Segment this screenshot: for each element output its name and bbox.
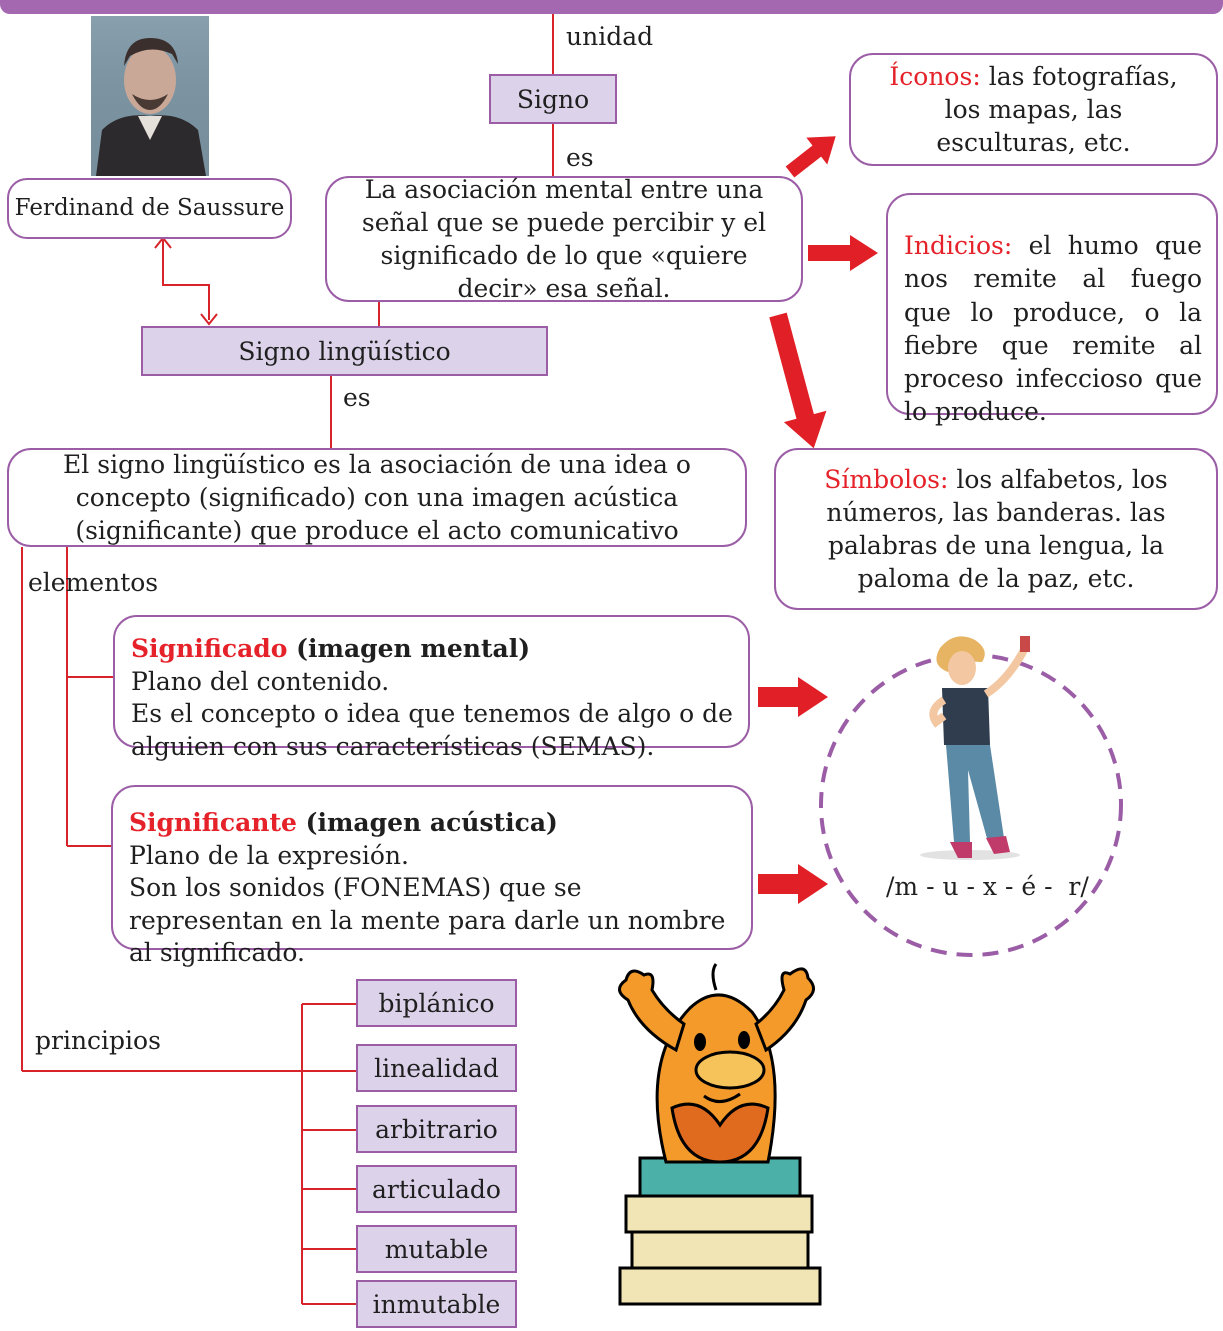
node-signo-linguistico: Signo lingüístico [141, 326, 548, 376]
fonemas-label: /m - u - x - é - r/ [886, 872, 1089, 901]
edge-label-elementos: elementos [28, 568, 159, 597]
saussure-portrait [91, 16, 209, 176]
indicios-text: el humo que nos remite al fuego que lo p… [904, 231, 1202, 427]
iconos-term: Íconos: [889, 61, 981, 91]
significante-line1: Plano de la expresión. [129, 840, 409, 870]
arrow-to-indicios [808, 235, 878, 271]
node-definicion: El signo lingüístico es la asociación de… [7, 448, 747, 547]
node-significante: Significante (imagen acústica) Plano de … [111, 785, 753, 967]
node-significado: Significado (imagen mental) Plano del co… [113, 615, 750, 761]
significado-qualifier: (imagen mental) [287, 634, 531, 663]
edge-label-es-1: es [566, 143, 594, 172]
arrow-to-mujer-1 [758, 677, 828, 717]
simbolos-text: los alfabetos, los números, las banderas… [826, 464, 1168, 594]
edge-label-es-2: es [343, 383, 371, 412]
edge-label-unidad: unidad [566, 22, 654, 51]
node-saussure: Ferdinand de Saussure [7, 178, 292, 239]
principio-arbitrario: arbitrario [356, 1105, 517, 1153]
significado-line2: Es el concepto o idea que tenemos de alg… [131, 699, 733, 761]
principio-linealidad: linealidad [356, 1044, 517, 1092]
principio-mutable: mutable [356, 1225, 517, 1273]
significante-qualifier: (imagen acústica) [296, 808, 558, 837]
edge-label-principios: principios [35, 1026, 161, 1055]
cartoon-character [618, 963, 822, 1306]
indicios-term: Indicios: [904, 231, 1013, 260]
woman-illustration [920, 636, 1030, 860]
node-signo: Signo [489, 74, 617, 124]
arrow-to-iconos [785, 136, 836, 178]
principio-inmutable: inmutable [356, 1280, 517, 1328]
arrow-to-simbolos [769, 312, 827, 449]
arrow-to-mujer-2 [758, 864, 828, 904]
principio-articulado: articulado [356, 1165, 517, 1213]
principio-biplanico: biplánico [356, 979, 517, 1027]
node-simbolos: Símbolos: los alfabetos, los números, la… [774, 448, 1218, 610]
significado-term: Significado [131, 634, 288, 663]
significado-line1: Plano del contenido. [131, 666, 390, 696]
node-indicios: Indicios: el humo que nos remite al fueg… [886, 193, 1218, 426]
iconos-text: las fotografías, los mapas, las escultur… [936, 61, 1178, 158]
top-banner [0, 0, 1223, 14]
significante-line2: Son los sonidos (FONEMAS) que se represe… [129, 873, 726, 967]
simbolos-term: Símbolos: [824, 464, 949, 494]
node-iconos: Íconos: las fotografías, los mapas, las … [849, 53, 1218, 166]
node-asociacion: La asociación mental entre una señal que… [325, 175, 803, 303]
significante-term: Significante [129, 808, 297, 837]
